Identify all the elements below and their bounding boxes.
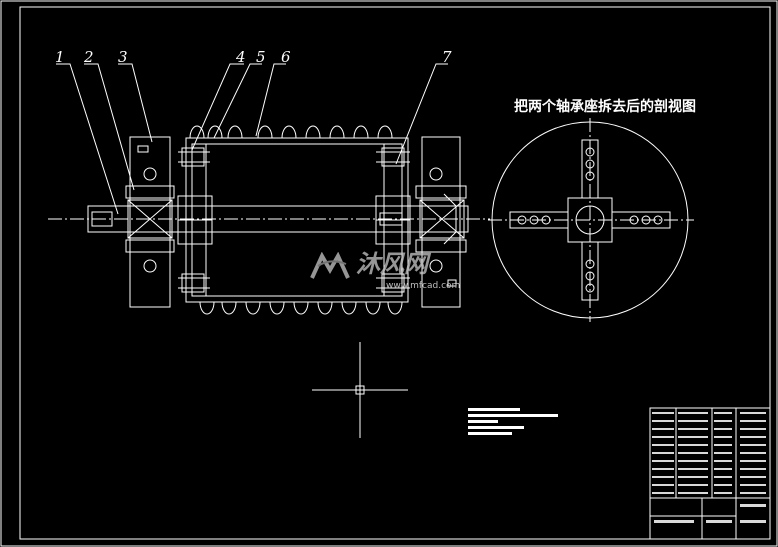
title-block xyxy=(649,407,771,540)
watermark-url: www.mfcad.com xyxy=(386,281,461,291)
inner-frame xyxy=(19,6,771,540)
section-view-title: 把两个轴承座拆去后的剖视图 xyxy=(514,99,696,115)
watermark-brand: 沐风网 xyxy=(356,250,428,278)
cursor-crosshair xyxy=(312,342,408,438)
watermark-logo-icon xyxy=(310,252,350,279)
part-label-6: 6 xyxy=(281,48,291,66)
shaft xyxy=(48,205,490,233)
part-label-7: 7 xyxy=(442,48,452,66)
part-label-3: 3 xyxy=(118,48,128,66)
section-view xyxy=(488,118,694,322)
spiral-loops-top xyxy=(189,125,393,139)
spiral-loops-bottom xyxy=(199,301,403,315)
part-label-1: 1 xyxy=(55,48,65,66)
part-label-2: 2 xyxy=(84,48,94,66)
technical-notes xyxy=(468,408,558,435)
watermark: 沐风网 xyxy=(308,252,428,282)
part-label-5: 5 xyxy=(256,48,266,66)
part-label-4: 4 xyxy=(236,48,246,66)
right-bearing-housing xyxy=(415,136,467,308)
leader-lines xyxy=(56,63,448,215)
title-block-rows xyxy=(652,412,766,523)
drum-body xyxy=(177,137,411,303)
left-bearing-housing xyxy=(125,136,175,308)
